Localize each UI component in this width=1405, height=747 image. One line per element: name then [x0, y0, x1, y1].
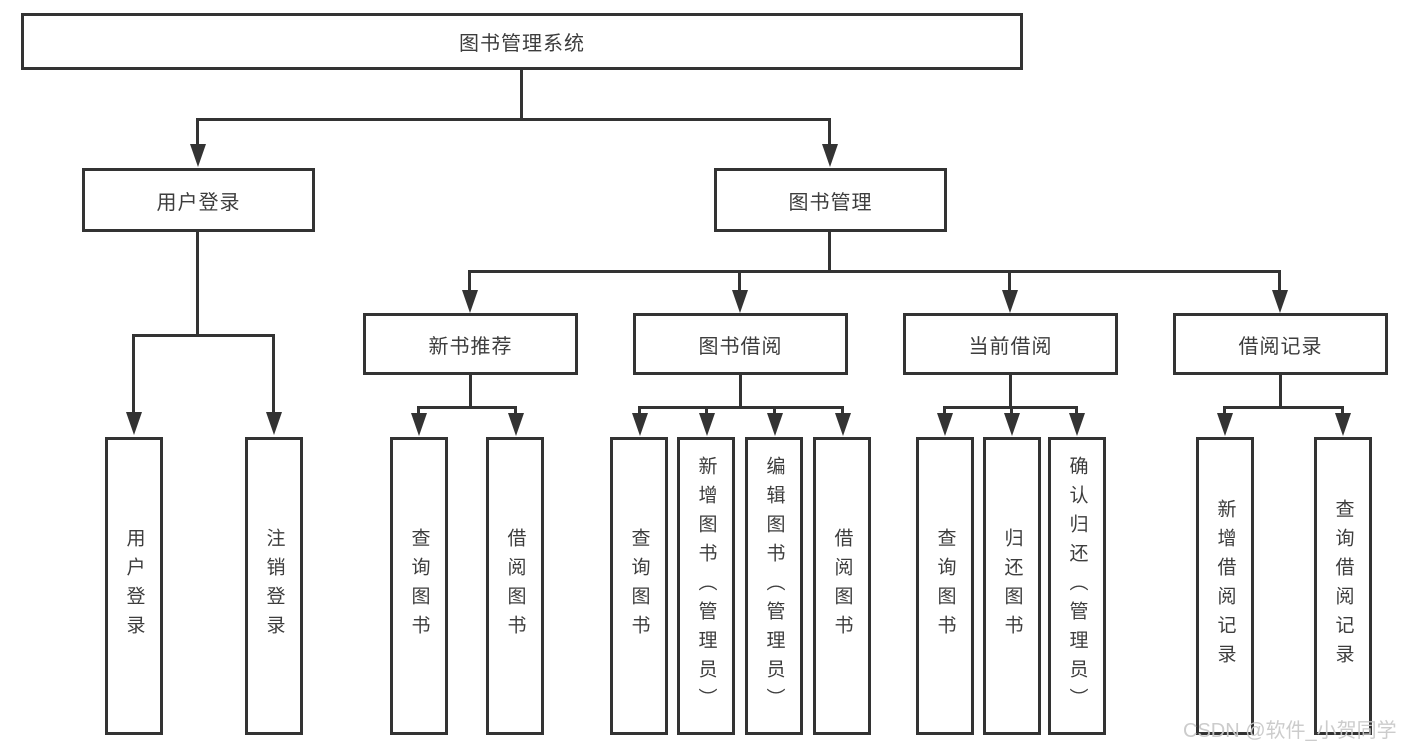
- line: [1008, 270, 1011, 292]
- line: [468, 270, 471, 292]
- node-current-borrow: 当前借阅: [903, 313, 1118, 375]
- arrow-down-icon: [508, 413, 524, 436]
- line: [638, 406, 641, 415]
- leaf-add-book-admin: 新增图书（管理员）: [677, 437, 735, 735]
- line: [132, 334, 275, 337]
- arrow-down-icon: [1272, 290, 1288, 313]
- node-user-login: 用户登录: [82, 168, 315, 232]
- line: [417, 406, 420, 415]
- arrow-down-icon: [822, 144, 838, 167]
- watermark: CSDN @软件_小贺同学: [1183, 720, 1397, 742]
- arrow-down-icon: [1335, 413, 1351, 436]
- line: [272, 334, 275, 414]
- line: [196, 118, 831, 121]
- arrow-down-icon: [462, 290, 478, 313]
- leaf-query-book-borrow: 查询图书: [610, 437, 668, 735]
- arrow-down-icon: [1002, 290, 1018, 313]
- leaf-query-book-current: 查询图书: [916, 437, 974, 735]
- arrow-down-icon: [411, 413, 427, 436]
- node-book-borrow: 图书借阅: [633, 313, 848, 375]
- leaf-query-book-recommend: 查询图书: [390, 437, 448, 735]
- node-borrow-records: 借阅记录: [1173, 313, 1388, 375]
- line: [705, 406, 708, 415]
- leaf-query-borrow-record: 查询借阅记录: [1314, 437, 1372, 735]
- arrow-down-icon: [937, 413, 953, 436]
- arrow-down-icon: [699, 413, 715, 436]
- arrow-down-icon: [632, 413, 648, 436]
- line: [469, 375, 472, 408]
- leaf-edit-book-admin: 编辑图书（管理员）: [745, 437, 803, 735]
- node-new-book-recommend: 新书推荐: [363, 313, 578, 375]
- line: [1279, 375, 1282, 408]
- line: [1009, 375, 1012, 408]
- line: [841, 406, 844, 415]
- leaf-add-borrow-record: 新增借阅记录: [1196, 437, 1254, 735]
- leaf-return-book: 归还图书: [983, 437, 1041, 735]
- line: [1223, 406, 1226, 415]
- leaf-borrow-book-recommend: 借阅图书: [486, 437, 544, 735]
- line: [1010, 406, 1013, 415]
- line: [196, 118, 199, 148]
- line: [943, 406, 946, 415]
- node-root: 图书管理系统: [21, 13, 1023, 70]
- node-book-management: 图书管理: [714, 168, 947, 232]
- leaf-user-login: 用户登录: [105, 437, 163, 735]
- arrow-down-icon: [1004, 413, 1020, 436]
- line: [196, 232, 199, 336]
- line: [514, 406, 517, 415]
- line: [1223, 406, 1344, 409]
- line: [773, 406, 776, 415]
- leaf-logout: 注销登录: [245, 437, 303, 735]
- line: [828, 118, 831, 148]
- line: [1075, 406, 1078, 415]
- line: [738, 270, 741, 292]
- arrow-down-icon: [732, 290, 748, 313]
- line: [1278, 270, 1281, 292]
- line: [520, 70, 523, 120]
- arrow-down-icon: [266, 412, 282, 435]
- arrow-down-icon: [1217, 413, 1233, 436]
- line: [468, 270, 1281, 273]
- leaf-confirm-return-admin: 确认归还（管理员）: [1048, 437, 1106, 735]
- line: [1341, 406, 1344, 415]
- arrow-down-icon: [1069, 413, 1085, 436]
- line: [638, 406, 844, 409]
- arrow-down-icon: [190, 144, 206, 167]
- line: [828, 232, 831, 273]
- line: [417, 406, 517, 409]
- arrow-down-icon: [835, 413, 851, 436]
- arrow-down-icon: [126, 412, 142, 435]
- line: [739, 375, 742, 408]
- leaf-borrow-book: 借阅图书: [813, 437, 871, 735]
- arrow-down-icon: [767, 413, 783, 436]
- line: [132, 334, 135, 414]
